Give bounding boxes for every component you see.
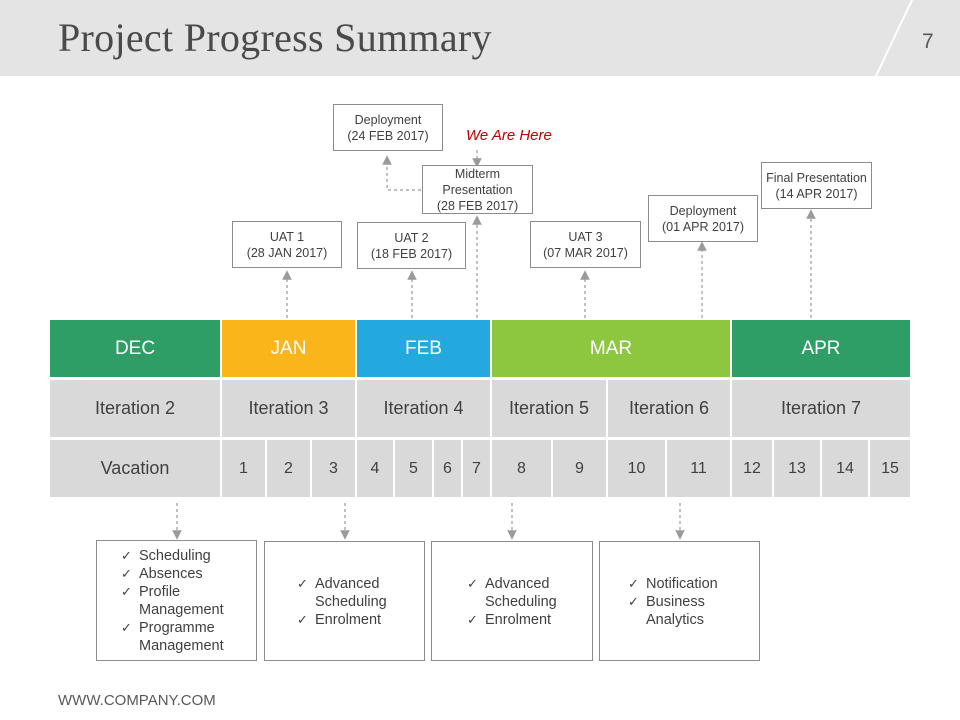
milestone-final-presentation: Final Presentation (14 APR 2017) (761, 162, 872, 209)
check-icon: ✓ (297, 612, 308, 627)
list-item: ✓Enrolment (467, 612, 552, 628)
list-item: ✓Profile Management (121, 584, 224, 618)
iteration-cell: Iteration 5 (492, 380, 606, 437)
milestone-deployment-apr: Deployment (01 APR 2017) (648, 195, 758, 242)
page-number: 7 (922, 30, 934, 53)
week-cell: 1 (222, 440, 265, 497)
week-cell: 13 (774, 440, 820, 497)
feature-box-3: ✓Advanced Scheduling ✓Enrolment (431, 541, 593, 661)
week-cell: 6 (434, 440, 461, 497)
month-apr: APR (732, 320, 910, 377)
week-cell: 9 (553, 440, 606, 497)
milestone-date: (18 FEB 2017) (370, 246, 453, 261)
week-cell: 14 (822, 440, 868, 497)
milestone-label: UAT 2 (394, 230, 429, 245)
milestone-date: (28 FEB 2017) (436, 198, 519, 213)
list-item: ✓Enrolment (297, 612, 382, 628)
iteration-cell: Iteration 4 (357, 380, 490, 437)
header-slash-decoration (875, 0, 913, 76)
check-icon: ✓ (121, 620, 132, 635)
feature-box-4: ✓Notification ✓Business Analytics (599, 541, 760, 661)
week-cell: 5 (395, 440, 432, 497)
milestone-date: (07 MAR 2017) (543, 245, 628, 260)
iteration-cell: Iteration 7 (732, 380, 910, 437)
milestone-label: Final Presentation (766, 170, 867, 185)
list-item: ✓Programme Management (121, 620, 224, 654)
milestone-label: UAT 3 (568, 229, 603, 244)
feature-box-1: ✓Scheduling ✓Absences ✓Profile Managemen… (96, 540, 257, 661)
milestone-date: (01 APR 2017) (662, 219, 744, 234)
milestone-midterm: Midterm Presentation (28 FEB 2017) (422, 165, 533, 214)
list-item: ✓Notification (628, 576, 718, 592)
page-title: Project Progress Summary (58, 15, 492, 60)
week-cell: 11 (667, 440, 730, 497)
iteration-cell: Iteration 3 (222, 380, 355, 437)
milestone-label: Midterm (454, 166, 501, 181)
check-icon: ✓ (628, 576, 639, 591)
check-icon: ✓ (121, 548, 132, 563)
footer-url: WWW.COMPANY.COM (58, 692, 216, 709)
list-item: ✓Business Analytics (628, 594, 705, 628)
milestone-uat2: UAT 2 (18 FEB 2017) (357, 222, 466, 269)
milestone-deployment-feb: Deployment (24 FEB 2017) (333, 104, 443, 151)
header-bar: Project Progress Summary 7 (0, 0, 960, 76)
check-icon: ✓ (121, 584, 132, 599)
arrow-deploy-feb (382, 155, 421, 191)
milestone-uat1: UAT 1 (28 JAN 2017) (232, 221, 342, 268)
week-cell: 10 (608, 440, 665, 497)
milestone-label: Deployment (669, 203, 737, 218)
month-jan: JAN (222, 320, 355, 377)
list-item: ✓Advanced Scheduling (467, 576, 557, 610)
week-cell: 2 (267, 440, 310, 497)
month-dec: DEC (50, 320, 220, 377)
list-item: ✓Absences (121, 566, 203, 582)
check-icon: ✓ (628, 594, 639, 609)
week-cell: 7 (463, 440, 490, 497)
feature-box-2: ✓Advanced Scheduling ✓Enrolment (264, 541, 425, 661)
milestone-label: Deployment (354, 112, 422, 127)
week-cell: 8 (492, 440, 551, 497)
list-item: ✓Scheduling (121, 548, 211, 564)
milestone-label: UAT 1 (269, 229, 305, 244)
month-mar: MAR (492, 320, 730, 377)
iteration-cell: Iteration 6 (608, 380, 730, 437)
week-cell: 12 (732, 440, 772, 497)
week-cell: 3 (312, 440, 355, 497)
check-icon: ✓ (467, 612, 478, 627)
milestone-date: (24 FEB 2017) (347, 128, 429, 143)
milestone-label-2: Presentation (442, 182, 513, 197)
iteration-cell: Iteration 2 (50, 380, 220, 437)
week-cell: 4 (357, 440, 393, 497)
list-item: ✓Advanced Scheduling (297, 576, 387, 610)
month-feb: FEB (357, 320, 490, 377)
milestone-date: (14 APR 2017) (775, 186, 858, 201)
milestone-date: (28 JAN 2017) (246, 245, 328, 260)
check-icon: ✓ (121, 566, 132, 581)
check-icon: ✓ (297, 576, 308, 591)
we-are-here-label: We Are Here (466, 127, 552, 144)
check-icon: ✓ (467, 576, 478, 591)
milestone-uat3: UAT 3 (07 MAR 2017) (530, 221, 641, 268)
week-cell: 15 (870, 440, 910, 497)
vacation-cell: Vacation (50, 440, 220, 497)
